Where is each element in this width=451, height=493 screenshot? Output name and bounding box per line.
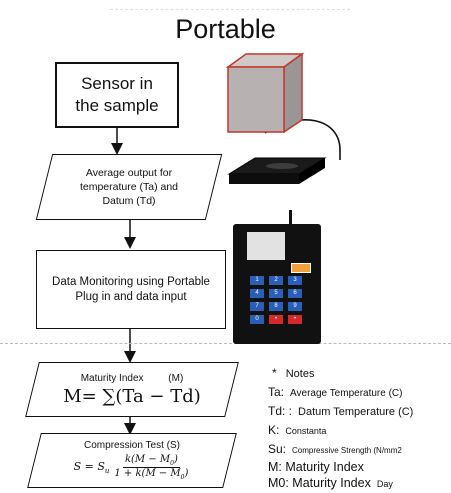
notes-panel: * Notes Ta: Average Temperature (C) Td: :…	[268, 366, 448, 490]
key-7: 7	[250, 302, 264, 311]
average-output-label: Average output for temperature (Ta) and …	[79, 167, 179, 207]
note-value: Day	[376, 479, 393, 489]
note-item: M: Maturity Index	[268, 460, 370, 474]
key-2: 2	[269, 276, 283, 285]
note-value: Datum Temperature (C)	[298, 406, 414, 418]
notes-bullet-icon: *	[272, 366, 277, 380]
key-1: 1	[250, 276, 264, 285]
key-6: 6	[288, 289, 302, 298]
note-key: Su:	[268, 442, 287, 456]
note-key: Ta:	[268, 385, 285, 399]
sensor-box: Sensor in the sample	[55, 62, 179, 128]
notes-heading-row: * Notes	[272, 366, 314, 380]
average-output-text-area: Average output for temperature (Ta) and …	[52, 154, 206, 220]
key-5: 5	[269, 289, 283, 298]
note-item: Td: : Datum Temperature (C)	[268, 404, 413, 418]
maturity-index-text-area: Maturity Index (M) M= ∑(Ta − Td)	[42, 362, 222, 417]
key-3: 3	[288, 276, 302, 285]
data-monitoring-box: Data Monitoring using Portable Plug in a…	[36, 250, 226, 329]
note-item: K: Constanta	[268, 423, 326, 437]
compression-label: Compression Test (S)	[84, 440, 180, 451]
note-key: K:	[268, 423, 280, 437]
note-value: Compressive Strength (N/mm2	[292, 446, 402, 455]
note-value: Constanta	[285, 426, 327, 436]
note-key: M: Maturity Index	[268, 460, 364, 474]
note-item: M0: Maturity Index Day	[268, 476, 393, 490]
compression-test-text-area: Compression Test (S) S = Su k(M − M0) 1 …	[42, 433, 222, 488]
key-8: 8	[269, 302, 283, 311]
key-red-left: •	[269, 315, 283, 324]
compression-formula: S = Su k(M − M0) 1 + k(M − M0)	[73, 454, 189, 481]
note-key: Td: :	[268, 404, 293, 418]
device-antenna	[289, 210, 292, 225]
sensor-label: Sensor in the sample	[75, 74, 159, 115]
title-divider	[110, 9, 350, 10]
note-item: Ta: Average Temperature (C)	[268, 385, 402, 399]
key-red-right: •	[288, 315, 302, 324]
key-9: 9	[288, 302, 302, 311]
note-value: Average Temperature (C)	[290, 388, 403, 399]
note-key: M0: Maturity Index	[268, 476, 371, 490]
maturity-symbol: (M)	[168, 372, 184, 384]
device-keypad: 1 2 3 4 5 6 7 8 9 0 • •	[250, 276, 306, 324]
page-title: Portable	[175, 14, 276, 44]
portable-device: 1 2 3 4 5 6 7 8 9 0 • •	[233, 210, 321, 344]
maturity-label: Maturity Index	[80, 372, 144, 384]
maturity-formula: M= ∑(Ta − Td)	[63, 385, 201, 407]
note-item: Su: Compressive Strength (N/mm2	[268, 442, 402, 456]
key-0: 0	[250, 315, 264, 324]
device-screen	[247, 232, 285, 260]
notes-heading: Notes	[285, 368, 315, 380]
data-monitoring-label: Data Monitoring using Portable Plug in a…	[52, 275, 210, 303]
sensor-cube-icon	[225, 52, 305, 134]
reader-pad-icon	[227, 157, 327, 184]
section-divider	[0, 343, 451, 344]
battery-icon	[291, 263, 311, 273]
key-4: 4	[250, 289, 264, 298]
